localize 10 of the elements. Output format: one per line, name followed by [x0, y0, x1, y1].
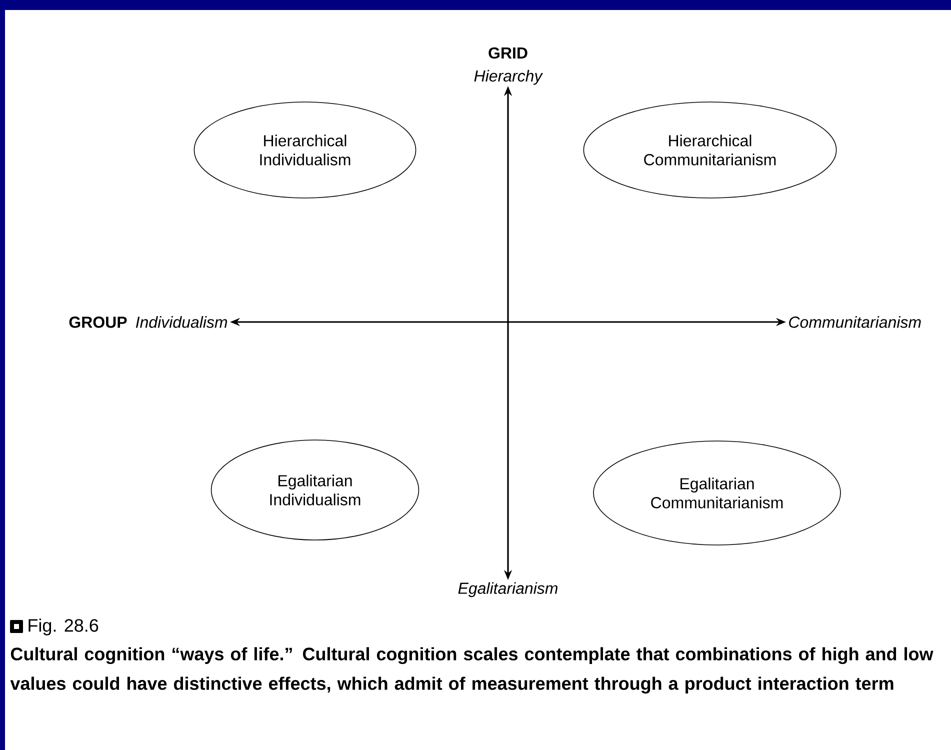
ellipse-node: Hierarchical Individualism: [194, 102, 416, 198]
axis-label: Egalitarianism: [458, 582, 558, 598]
ellipse-node: Egalitarian Communitarianism: [593, 440, 841, 546]
axis-label: GROUP Individualism: [69, 316, 228, 328]
ellipse-node: Hierarchical Communitarianism: [583, 102, 837, 198]
caption: Cultural cognition “ways of life.” Cultural cognition scales contemplate that combinations of high and low values could have distinctive effects, which admit of measurement through a product interaction term: [10, 647, 934, 694]
axis-label: GRID Hierarchy: [474, 47, 544, 85]
axis-label: Communitarianism: [789, 316, 921, 328]
ellipse-node: Egalitarian Individualism: [210, 440, 420, 540]
figure-number: Fig. 28.6: [28, 618, 98, 636]
